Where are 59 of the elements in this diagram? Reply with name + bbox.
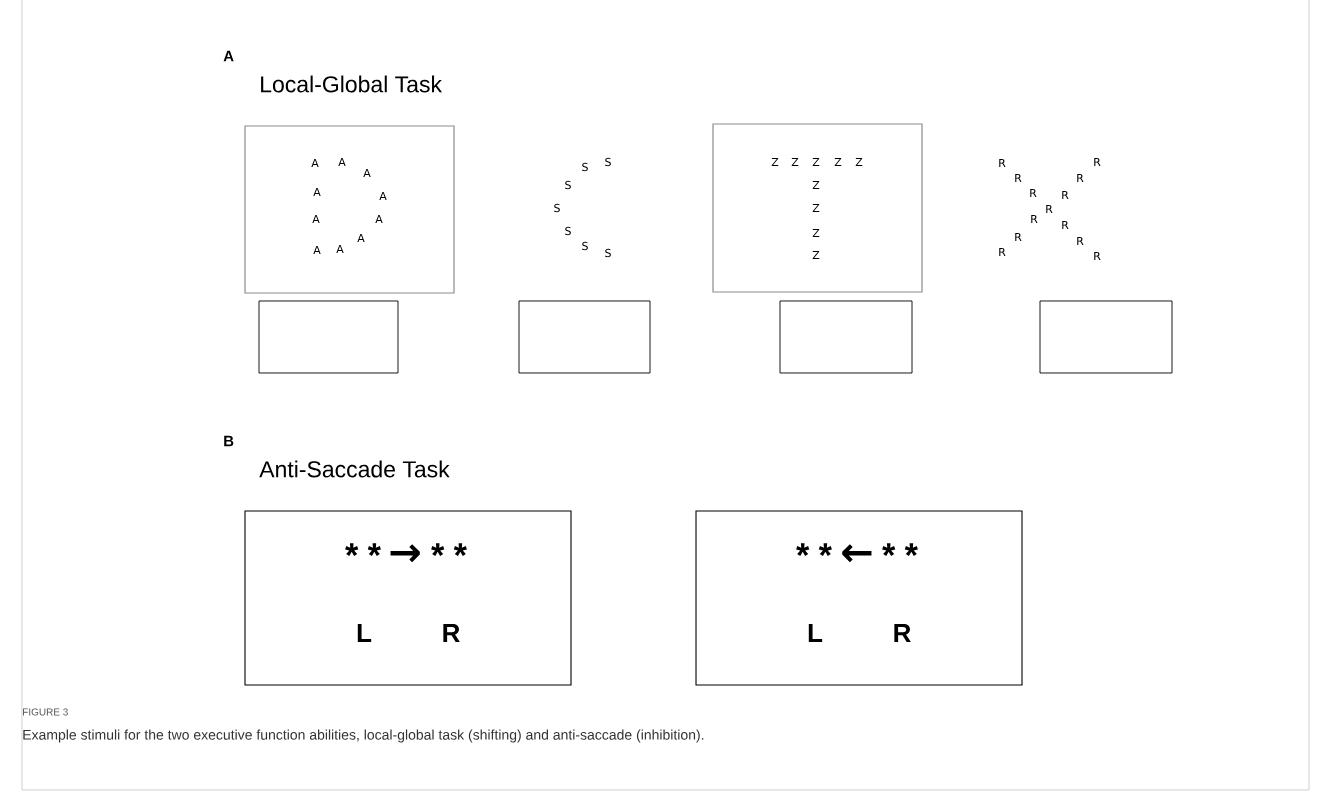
- response-box: [518, 300, 651, 374]
- stimulus-letter: Z: [812, 251, 820, 259]
- stimulus-letter: Z: [812, 204, 820, 212]
- response-box: [779, 300, 913, 374]
- asterisks: * *: [345, 543, 381, 556]
- stimulus-letter: R: [1077, 174, 1084, 182]
- stimulus-letter: A: [312, 215, 320, 223]
- stimulus-letter: Z: [812, 181, 820, 189]
- stimulus-letter: Z: [791, 158, 799, 166]
- stimulus-letter: S: [565, 226, 571, 236]
- stimulus-letter: Z: [812, 158, 820, 166]
- stimulus-letter: A: [311, 159, 319, 167]
- stimulus-letter: R: [999, 159, 1006, 167]
- response-box: [1039, 300, 1173, 374]
- stimulus-letter: A: [313, 246, 321, 254]
- stimulus-letter: A: [338, 158, 346, 166]
- stimulus-letter: R: [1031, 215, 1038, 223]
- stimulus-letter: R: [1077, 237, 1084, 245]
- stimulus-letter: R: [1015, 233, 1022, 241]
- stimulus-letter: A: [379, 192, 387, 200]
- stimulus-letter: S: [554, 203, 560, 213]
- arrow-symbol: →: [390, 544, 420, 563]
- key-letter: R: [894, 624, 911, 642]
- asterisks: * *: [796, 543, 832, 556]
- stimulus-letter: R: [1094, 252, 1101, 260]
- figure-number: FIGURE 3: [23, 708, 68, 716]
- stimulus-letter: R: [1062, 191, 1069, 199]
- panel-letter: A: [223, 50, 234, 62]
- key-letter: L: [808, 624, 823, 642]
- stimulus-letter: A: [363, 169, 371, 177]
- task-title: Local-Global Task: [261, 75, 443, 93]
- stimulus-letter: Z: [834, 158, 842, 166]
- panel-letter: B: [224, 435, 234, 447]
- stimulus-letter: A: [313, 188, 321, 196]
- stimulus-letter: Z: [812, 229, 820, 237]
- stimulus-letter: S: [605, 157, 611, 167]
- stimulus-letter: R: [1015, 174, 1022, 182]
- stimulus-letter: Z: [855, 158, 863, 166]
- stimulus-letter: R: [999, 248, 1006, 256]
- asterisks: * *: [431, 543, 467, 556]
- key-letter: R: [443, 624, 460, 642]
- stimulus-letter: Z: [771, 158, 779, 166]
- stimulus-letter: R: [1046, 205, 1053, 213]
- stimulus-letter: S: [582, 241, 588, 251]
- stimulus-letter: R: [1030, 189, 1037, 197]
- asterisks: * *: [882, 543, 918, 556]
- task-title: Anti-Saccade Task: [259, 460, 450, 478]
- stimulus-letter: R: [1094, 158, 1101, 166]
- stimulus-letter: S: [565, 180, 571, 190]
- stimulus-letter: R: [1062, 221, 1069, 229]
- caption: Example stimuli for the two executive function abilities, local-global task (shifting) and anti-saccade (inhibition).: [23, 729, 704, 743]
- response-box: [258, 300, 399, 374]
- stimulus-letter: A: [336, 245, 344, 253]
- key-letter: L: [357, 624, 372, 642]
- stimulus-letter: S: [605, 248, 611, 258]
- stimulus-letter: A: [357, 234, 365, 242]
- arrow-symbol: ←: [842, 544, 872, 563]
- stimulus-letter: A: [375, 215, 383, 223]
- stimulus-letter: S: [582, 162, 588, 172]
